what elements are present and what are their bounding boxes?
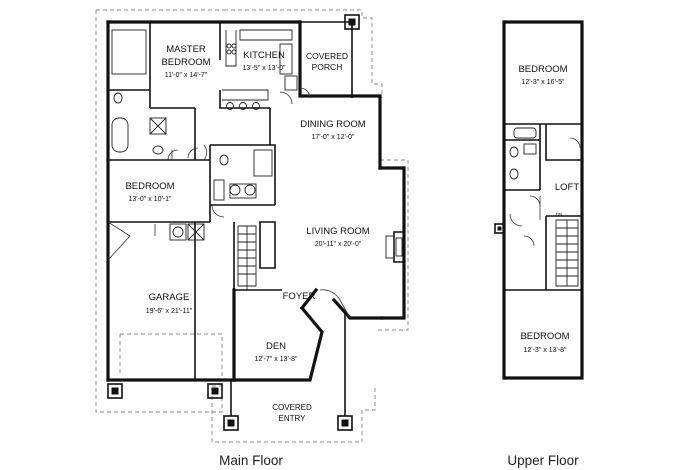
fireplace [385, 231, 405, 263]
main-floor-caption: Main Floor [219, 453, 283, 468]
loft-label: LOFT [555, 182, 579, 193]
bedroom-label: BEDROOM [125, 181, 174, 192]
upper-window-post [494, 223, 505, 234]
master-bedroom-label-1: MASTER [166, 44, 206, 55]
covered-porch-structure [300, 14, 360, 98]
master-bedroom-label-2: BEDROOM [161, 57, 210, 68]
covered-porch-label-2: PORCH [312, 62, 343, 72]
dining-room-label: DINING ROOM [300, 119, 366, 130]
roof-outline [95, 9, 409, 443]
stair-down-label: DN [556, 212, 563, 217]
master-bath-fixtures [111, 29, 179, 161]
upper-floor-caption: Upper Floor [507, 453, 579, 468]
upper-stair [555, 219, 579, 287]
kitchen-fixtures [222, 29, 298, 110]
upper-bath-fixtures [509, 127, 537, 180]
upper-floor-plan: BEDROOM 12'-3" x 16'-5" LOFT DN BEDROOM … [494, 20, 584, 468]
foyer-label: FOYER [283, 291, 316, 302]
main-floor-plan: MASTER BEDROOM 11'-0" x 14'-7" KITCHEN 1… [95, 9, 409, 468]
upper-bedroom-north-dims: 12'-3" x 16'-5" [521, 79, 565, 86]
upper-bedroom-south-label: BEDROOM [520, 331, 569, 342]
covered-porch-label-1: COVERED [306, 51, 348, 61]
upper-floor-labels: BEDROOM 12'-3" x 16'-5" LOFT DN BEDROOM … [518, 64, 579, 354]
upper-bedroom-south-dims: 12'-3" x 13'-8" [523, 347, 567, 354]
main-bath-fixtures [213, 149, 273, 201]
main-doors [187, 87, 351, 319]
dining-room-dims: 17'-0" x 12'-0" [311, 134, 355, 141]
upper-doors [509, 137, 581, 247]
upper-bedroom-north-label: BEDROOM [518, 64, 567, 75]
main-stair [237, 225, 257, 290]
covered-entry-label-1: COVERED [272, 403, 312, 412]
entry-posts [107, 312, 353, 431]
garage-dims: 19'-6" x 21'-11" [146, 308, 193, 315]
interior-walls [108, 22, 282, 380]
den-label: DEN [266, 341, 286, 352]
garage-label: GARAGE [149, 292, 190, 303]
master-bedroom-dims: 11'-0" x 14'-7" [165, 72, 208, 79]
bedroom-dims: 13'-0" x 10'-1" [128, 196, 172, 203]
main-floor-labels: MASTER BEDROOM 11'-0" x 14'-7" KITCHEN 1… [125, 44, 369, 423]
kitchen-label: KITCHEN [243, 50, 285, 61]
den-dims: 12'-7" x 13'-8" [254, 356, 298, 363]
living-room-label: LIVING ROOM [306, 226, 369, 237]
kitchen-dims: 13'-5" x 13'-0" [242, 65, 286, 72]
covered-entry-label-2: ENTRY [279, 414, 307, 423]
living-room-dims: 20'-11" x 20'-0" [315, 241, 362, 248]
garage-fixtures [107, 221, 223, 376]
